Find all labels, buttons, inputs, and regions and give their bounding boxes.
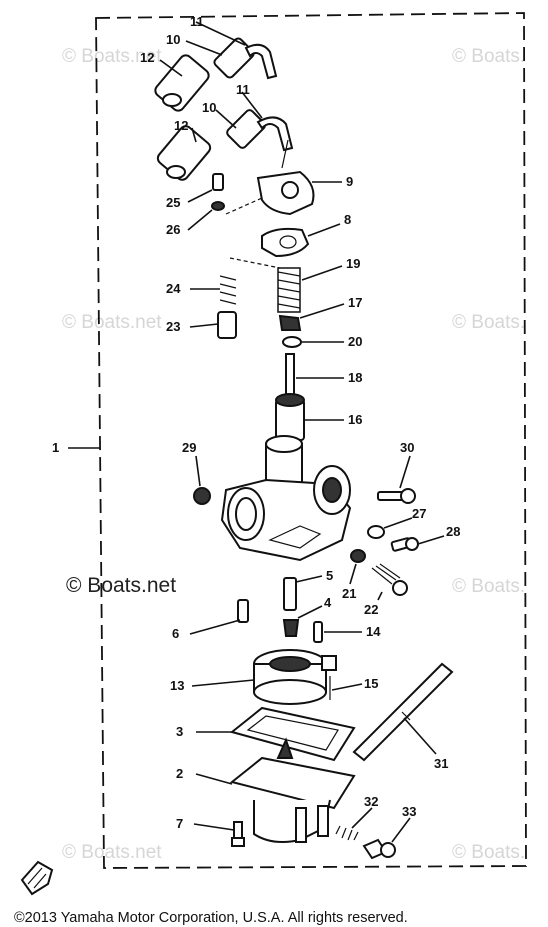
callout-8: 8 [344,212,351,227]
callout-27: 27 [412,506,426,521]
callout-11: 11 [190,14,204,29]
bowl-screw-part [231,821,245,847]
callout-19: 19 [346,256,360,271]
callout-17: 17 [348,295,362,310]
callout-6: 6 [172,626,179,641]
watermark-dark: © Boats.net [66,574,176,597]
callout-11: 11 [236,82,250,97]
callout-16: 16 [348,412,362,427]
callout-12: 12 [140,50,154,65]
callout-29: 29 [182,440,196,455]
callout-28: 28 [446,524,460,539]
copyright-notice: ©2013 Yamaha Motor Corporation, U.S.A. A… [14,910,408,926]
throttle-screw-part [367,525,385,539]
watermark: © Boats. [452,312,525,333]
callout-4: 4 [324,595,332,610]
callout-20: 20 [348,334,362,349]
clip-part [278,314,302,331]
callout-3: 3 [176,724,183,739]
callout-23: 23 [166,319,180,334]
air-screw-part [371,563,408,596]
overflow-pipe-part [352,662,454,762]
callout-1: 1 [52,440,59,455]
float-bowl-part [229,737,356,843]
callout-18: 18 [348,370,362,385]
callout-12: 12 [174,118,188,133]
callout-9: 9 [346,174,353,189]
callout-15: 15 [364,676,378,691]
cap-gasket [261,227,310,258]
callout-24: 24 [166,281,181,296]
assembly-frame [95,12,527,869]
plug-part [193,487,211,505]
callout-25: 25 [166,195,180,210]
screw-cap-part [212,173,224,191]
watermark: © Boats. [452,842,525,863]
seat-part [282,336,302,348]
reference-icon [20,860,54,896]
watermark: © Boats.net [62,46,162,67]
watermark: © Boats. [452,576,525,597]
float-valve-part [282,619,300,637]
callout-2: 2 [176,766,183,781]
drain-screw-part [362,838,396,860]
callout-7: 7 [176,816,183,831]
callout-14: 14 [366,624,381,639]
callout-22: 22 [364,602,378,617]
callout-32: 32 [364,794,378,809]
callout-10: 10 [166,32,180,47]
throttle-spring [277,267,301,313]
throttle-valve-part [275,393,305,441]
main-jet-part [237,599,249,623]
bowl-gasket [229,706,356,762]
carb-cap [256,139,315,216]
callout-10: 10 [202,100,216,115]
watermark: © Boats.net [62,842,162,863]
callout-26: 26 [166,222,180,237]
pilot-jet-part [350,549,366,563]
screw-spring-part [390,537,419,552]
washer-part [211,201,225,211]
plunger-part [217,311,237,339]
callout-13: 13 [170,678,184,693]
float-pin-part [313,621,323,643]
carburetor-body [220,435,352,562]
callout-21: 21 [342,586,356,601]
float-part [253,649,337,705]
callout-33: 33 [402,804,416,819]
hose-group-top [154,37,294,181]
drain-spring-part [335,825,359,841]
watermark: © Boats. [452,46,525,67]
needle-jet-part [283,577,297,611]
plunger-spring [219,275,237,305]
callout-5: 5 [326,568,333,583]
callout-31: 31 [434,756,448,771]
callout-30: 30 [400,440,414,455]
body-screw-part [377,488,416,504]
watermark: © Boats.net [62,312,162,333]
